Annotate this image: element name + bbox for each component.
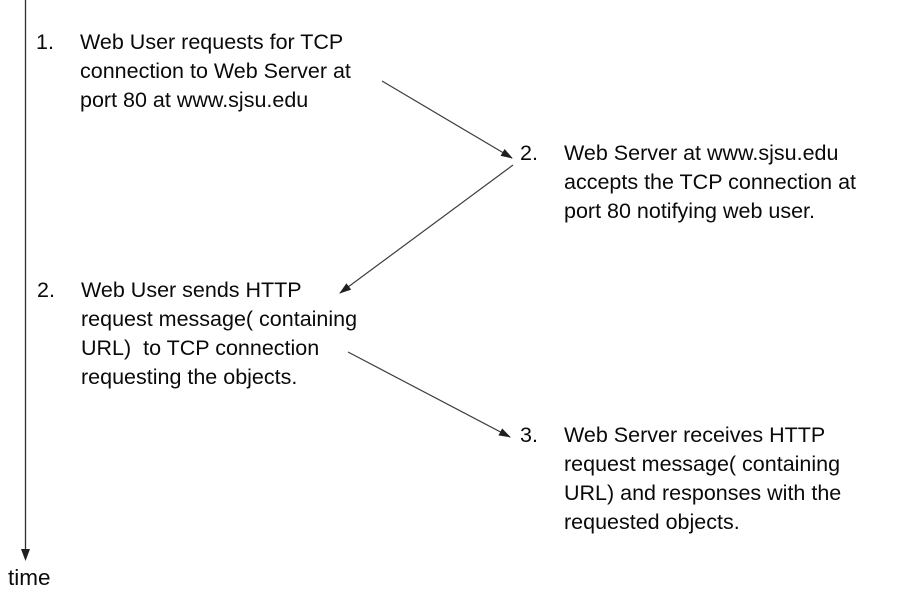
step-text: Web User requests for TCP connection to …	[80, 30, 351, 112]
step-2-web-server: 2. Web Server at www.sjsu.edu accepts th…	[520, 139, 856, 226]
arrow-accept-tcp-connection	[339, 164, 514, 294]
step-number: 3.	[520, 423, 538, 447]
step-text: Web Server at www.sjsu.edu accepts the T…	[564, 141, 857, 223]
step-2-web-user: 2. Web User sends HTTP request message( …	[37, 276, 357, 392]
step-1-web-user: 1. Web User requests for TCP connection …	[36, 28, 351, 115]
step-number: 2.	[520, 141, 538, 165]
arrow-request-tcp-connection	[381, 80, 513, 159]
step-text: Web User sends HTTP request message( con…	[81, 278, 358, 389]
step-number: 1.	[36, 30, 54, 54]
arrow-http-request	[347, 351, 511, 438]
time-axis-arrow	[21, 0, 30, 561]
step-text: Web Server receives HTTP request message…	[564, 423, 842, 534]
step-number: 2.	[37, 278, 55, 302]
step-3-web-server: 3. Web Server receives HTTP request mess…	[520, 421, 841, 537]
time-axis-label: time	[8, 565, 51, 590]
